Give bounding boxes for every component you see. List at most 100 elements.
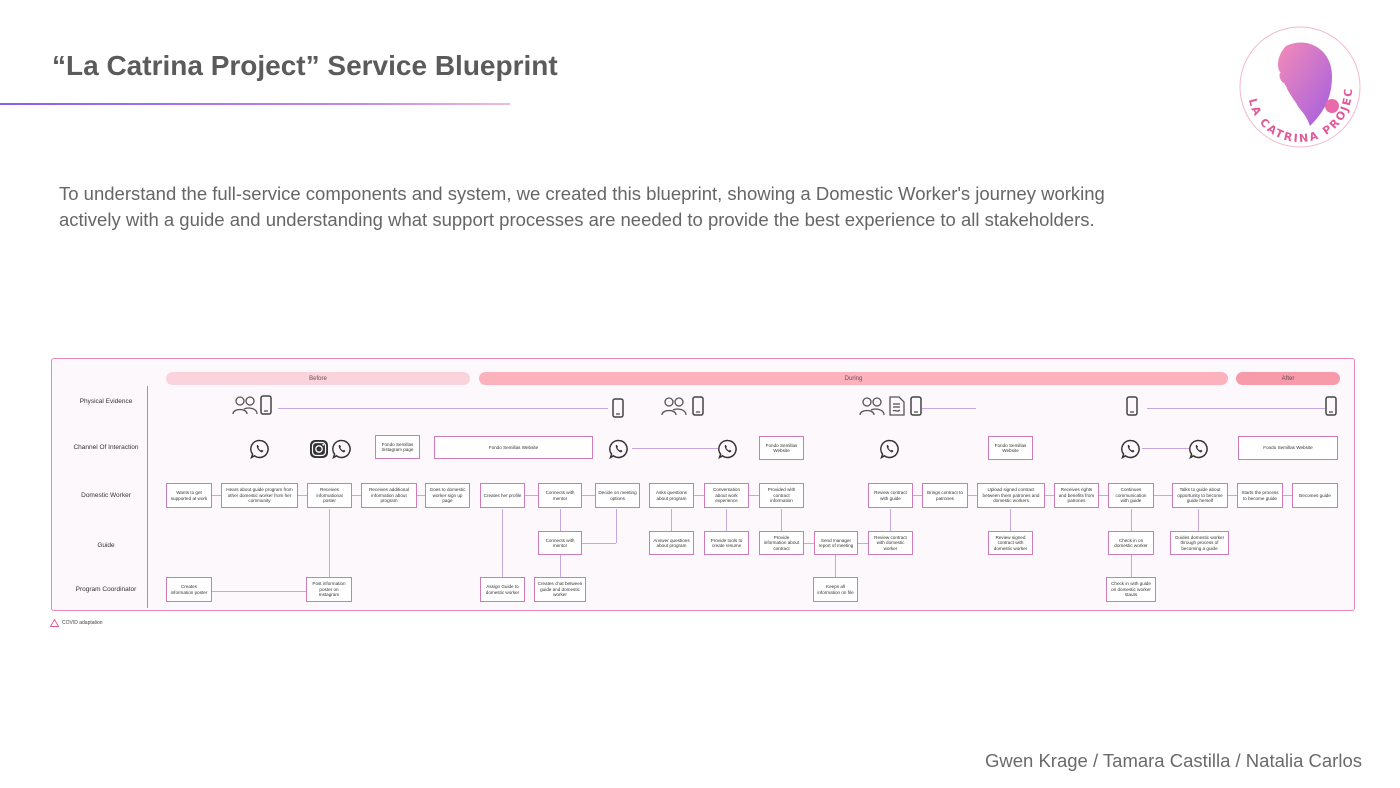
connector-line	[616, 509, 617, 543]
connector-line	[212, 495, 222, 496]
phone-icon	[260, 395, 272, 415]
coordinator-step: Creates chat between guide and domestic …	[534, 577, 586, 602]
phase-during: During	[479, 372, 1228, 385]
connector-line	[525, 495, 538, 496]
guide-step: Review signed contract with domestic wor…	[988, 531, 1033, 555]
guide-step: Check in on domestic worker	[1108, 531, 1154, 555]
people-icon	[859, 397, 885, 416]
connector-line	[298, 495, 308, 496]
domestic-worker-step: Talks to guide about opportunity to beco…	[1172, 483, 1228, 508]
whatsapp-icon	[609, 439, 628, 459]
phase-after: After	[1236, 372, 1340, 385]
coordinator-step: Assign Guide to domestic worker	[480, 577, 525, 602]
intro-paragraph: To understand the full-service component…	[59, 183, 1105, 230]
lane-channel-of-interaction: Channel Of Interaction	[73, 444, 139, 451]
phone-icon	[1325, 396, 1337, 416]
lane-divider	[147, 386, 148, 608]
guide-step: Guides domestic worker through process o…	[1170, 531, 1229, 555]
page-title: “La Catrina Project” Service Blueprint	[52, 50, 558, 81]
domestic-worker-step: Brings contract to patrones	[922, 483, 968, 508]
phone-icon	[1126, 396, 1138, 416]
connector-line	[1099, 495, 1108, 496]
whatsapp-icon	[250, 439, 269, 459]
domestic-worker-step: Decide on meeting options	[595, 483, 640, 508]
domestic-worker-step: Receives informational poster	[307, 483, 352, 508]
connector-line	[968, 495, 977, 496]
credits: Gwen Krage / Tamara Castilla / Natalia C…	[984, 750, 1362, 771]
connector-line	[352, 495, 362, 496]
guide-step: Answer questions about program	[649, 531, 694, 555]
whatsapp-icon	[880, 439, 899, 459]
connector-line	[1142, 448, 1189, 449]
lane-physical-evidence: Physical Evidence	[79, 398, 133, 405]
domestic-worker-step: Upload signed contract between them patr…	[977, 483, 1045, 508]
document-icon	[889, 396, 905, 416]
domestic-worker-step: Continues communication with guide	[1108, 483, 1154, 508]
guide-step: Send manager report of meeting	[814, 531, 858, 555]
connector-line	[890, 509, 891, 531]
channel-box: Fondo Semillas Website	[759, 436, 804, 460]
domestic-worker-step: Conversation about work experience	[704, 483, 749, 508]
connector-line	[781, 509, 782, 531]
connector-line	[1228, 495, 1237, 496]
connector-line	[1154, 495, 1172, 496]
guide-step: Provide tools to create resume	[704, 531, 749, 555]
coordinator-step: Creates information poster	[166, 577, 212, 602]
coordinator-step: Post information poster on Instagram	[306, 577, 352, 602]
domestic-worker-step: Review contract with guide	[868, 483, 913, 508]
connector-line	[804, 543, 814, 544]
connector-line	[212, 591, 306, 592]
connector-line	[858, 543, 868, 544]
connector-line	[632, 448, 718, 449]
whatsapp-icon	[718, 439, 737, 459]
connector-line	[726, 509, 727, 531]
channel-box: Fondo Semillas Website	[1238, 436, 1338, 460]
instagram-icon	[310, 440, 328, 458]
people-icon	[232, 396, 258, 415]
domestic-worker-step: Provided with contract information	[759, 483, 804, 508]
whatsapp-icon	[332, 439, 351, 459]
connector-line	[560, 509, 561, 531]
domestic-worker-step: Asks questions about program	[649, 483, 694, 508]
covid-legend-label: COVID adaptation	[62, 620, 103, 626]
connector-line	[913, 495, 922, 496]
domestic-worker-step: Hears about guide program from other dom…	[221, 483, 298, 508]
domestic-worker-step: Connects with mentor	[538, 483, 582, 508]
lane-domestic-worker: Domestic Worker	[81, 492, 131, 499]
connector-line	[694, 495, 704, 496]
channel-box: Fondo Semillas Instagram page	[375, 435, 420, 459]
domestic-worker-step: Starts the process to become guide	[1237, 483, 1283, 508]
domestic-worker-step: Goes to domestic worker sign up page	[425, 483, 470, 508]
phone-icon	[692, 396, 704, 416]
connector-line	[922, 408, 976, 409]
connector-line	[560, 555, 561, 577]
guide-step: Connects with mentor	[538, 531, 582, 555]
service-blueprint: Before During After Physical Evidence Ch…	[51, 358, 1355, 611]
connector-line	[278, 408, 608, 409]
whatsapp-icon	[1121, 439, 1140, 459]
connector-line	[329, 509, 330, 591]
connector-line	[671, 509, 672, 531]
connector-line	[749, 495, 759, 496]
connector-line	[1147, 408, 1325, 409]
title-underline	[0, 103, 510, 105]
connector-line	[1283, 495, 1292, 496]
connector-line	[502, 509, 503, 577]
phone-icon	[612, 398, 624, 418]
connector-line	[835, 555, 836, 577]
phase-before: Before	[166, 372, 470, 385]
connector-line	[417, 495, 426, 496]
domestic-worker-step: Wants to get supported at work	[166, 483, 212, 508]
connector-line	[582, 543, 616, 544]
guide-step: Review contract with domestic worker	[868, 531, 913, 555]
channel-box: Fondo Semillas Website	[434, 436, 593, 459]
people-icon	[661, 397, 687, 416]
domestic-worker-step: Receives additional information about pr…	[361, 483, 417, 508]
domestic-worker-step: Becomes guide	[1292, 483, 1338, 508]
lane-program-coordinator: Program Coordinator	[75, 586, 137, 593]
phone-icon	[910, 396, 922, 416]
lane-guide: Guide	[97, 542, 115, 549]
connector-line	[582, 495, 595, 496]
channel-box: Fondo Semillas Website	[988, 436, 1033, 460]
